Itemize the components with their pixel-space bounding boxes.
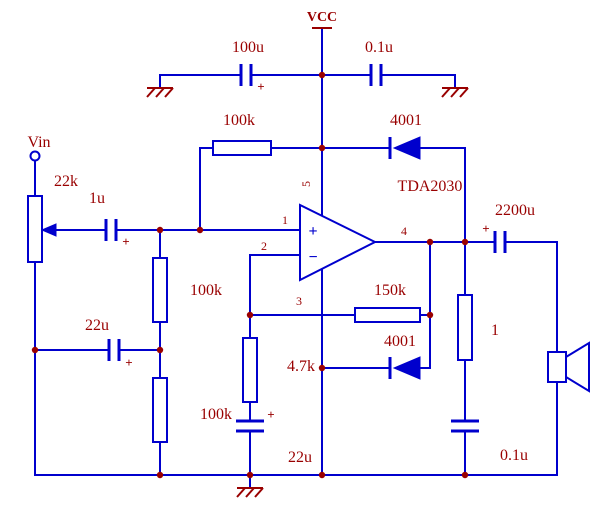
wires bbox=[34, 27, 558, 489]
pin-2-label: 2 bbox=[261, 239, 267, 253]
cap-zobel-value: 0.1u bbox=[500, 447, 528, 464]
resistor-bias-low-value: 100k bbox=[200, 406, 232, 423]
junction-dot bbox=[156, 226, 164, 234]
potentiometer-body bbox=[27, 195, 43, 263]
polarity-cap-bypass: + bbox=[125, 355, 132, 370]
labels: VCC Vin 22k 1u 100k 100u 0.1u 4001 TDA20… bbox=[27, 10, 535, 466]
resistor-zobel-value: 1 bbox=[491, 322, 499, 339]
pot-value: 22k bbox=[54, 173, 78, 190]
junction-dot bbox=[31, 346, 39, 354]
resistor-feedback-value: 150k bbox=[374, 282, 406, 299]
diode-top-wire bbox=[419, 147, 466, 243]
cap-supply-film-value: 0.1u bbox=[365, 39, 393, 56]
resistor-gain bbox=[242, 337, 258, 403]
pin-4-label: 4 bbox=[401, 224, 407, 238]
ground-hatch bbox=[155, 87, 165, 98]
ground-hatch bbox=[245, 487, 255, 498]
polarity-cap-input: + bbox=[122, 234, 129, 249]
potentiometer-wiper-arrow bbox=[40, 223, 57, 237]
junction-dot bbox=[426, 311, 434, 319]
cap-input-value: 1u bbox=[89, 190, 105, 207]
bias-wire bbox=[199, 147, 214, 231]
ground-symbol-top-left bbox=[146, 87, 174, 98]
diode-top bbox=[388, 136, 421, 160]
diode-bottom-value: 4001 bbox=[384, 333, 416, 350]
opamp-noninverting-sign: + bbox=[308, 223, 317, 240]
junction-dot bbox=[461, 238, 469, 246]
resistor-feedback bbox=[354, 307, 421, 323]
ground-hatch bbox=[146, 87, 156, 98]
ground-hatch bbox=[254, 487, 264, 498]
ground-hatch bbox=[441, 87, 451, 98]
capacitor-zobel bbox=[451, 419, 479, 433]
vin-label: Vin bbox=[27, 134, 50, 151]
junction-dot bbox=[246, 311, 254, 319]
cap-gain-value: 22u bbox=[288, 449, 312, 466]
capacitor-output bbox=[493, 231, 507, 253]
ic-name-label: TDA2030 bbox=[398, 178, 463, 195]
pin-3-label: 3 bbox=[296, 294, 302, 308]
pin-1-label: 1 bbox=[282, 213, 288, 227]
junction-dot bbox=[196, 226, 204, 234]
ground-hatch bbox=[164, 87, 174, 98]
junction-dots bbox=[31, 71, 469, 479]
capacitor-supply-film bbox=[369, 64, 383, 86]
resistor-gain-value: 4.7k bbox=[287, 358, 315, 375]
junction-dot bbox=[246, 471, 254, 479]
polarity-cap-gain: + bbox=[267, 407, 274, 422]
junction-dot bbox=[318, 71, 326, 79]
junction-dot bbox=[461, 471, 469, 479]
junction-dot bbox=[156, 346, 164, 354]
resistor-bias-top bbox=[212, 140, 272, 156]
speaker-body bbox=[547, 351, 567, 383]
components bbox=[27, 64, 590, 443]
pin2-wire bbox=[249, 254, 301, 339]
cap-supply-bulk-value: 100u bbox=[232, 39, 264, 56]
diode-triangle bbox=[392, 136, 421, 160]
ground-symbol-top-right bbox=[441, 87, 469, 98]
ground-symbol-bottom bbox=[236, 487, 264, 498]
speaker-icon bbox=[547, 341, 590, 393]
resistor-bias-top-value: 100k bbox=[223, 112, 255, 129]
diode-triangle bbox=[392, 356, 421, 380]
capacitor-bypass bbox=[107, 339, 121, 361]
resistor-bias-mid-value: 100k bbox=[190, 282, 222, 299]
junction-dot bbox=[318, 144, 326, 152]
junction-dot bbox=[318, 471, 326, 479]
speaker-horn bbox=[565, 341, 590, 393]
cap-bypass-value: 22u bbox=[85, 317, 109, 334]
opamp-inverting-sign: − bbox=[308, 249, 317, 266]
capacitor-input bbox=[104, 219, 118, 241]
resistor-bias-mid bbox=[152, 257, 168, 323]
junction-dot bbox=[426, 238, 434, 246]
polarity-cap-output: + bbox=[482, 221, 489, 236]
input-terminal bbox=[29, 150, 41, 162]
resistor-bias-low bbox=[152, 377, 168, 443]
capacitor-supply-bulk bbox=[239, 64, 253, 86]
capacitor-gain bbox=[236, 419, 264, 433]
cap-output-value: 2200u bbox=[495, 202, 535, 219]
diode-bottom bbox=[388, 356, 421, 380]
vcc-label: VCC bbox=[307, 10, 337, 25]
diode-top-value: 4001 bbox=[390, 112, 422, 129]
junction-dot bbox=[318, 364, 326, 372]
ground-hatch bbox=[459, 87, 469, 98]
speaker-top-wire bbox=[504, 241, 558, 353]
pin-5-label: 5 bbox=[299, 181, 313, 187]
junction-dot bbox=[156, 471, 164, 479]
ground-hatch bbox=[450, 87, 460, 98]
ground-hatch bbox=[236, 487, 246, 498]
polarity-cap-supply-bulk: + bbox=[257, 79, 264, 94]
resistor-zobel bbox=[457, 294, 473, 361]
opamp-triangle bbox=[299, 203, 378, 282]
